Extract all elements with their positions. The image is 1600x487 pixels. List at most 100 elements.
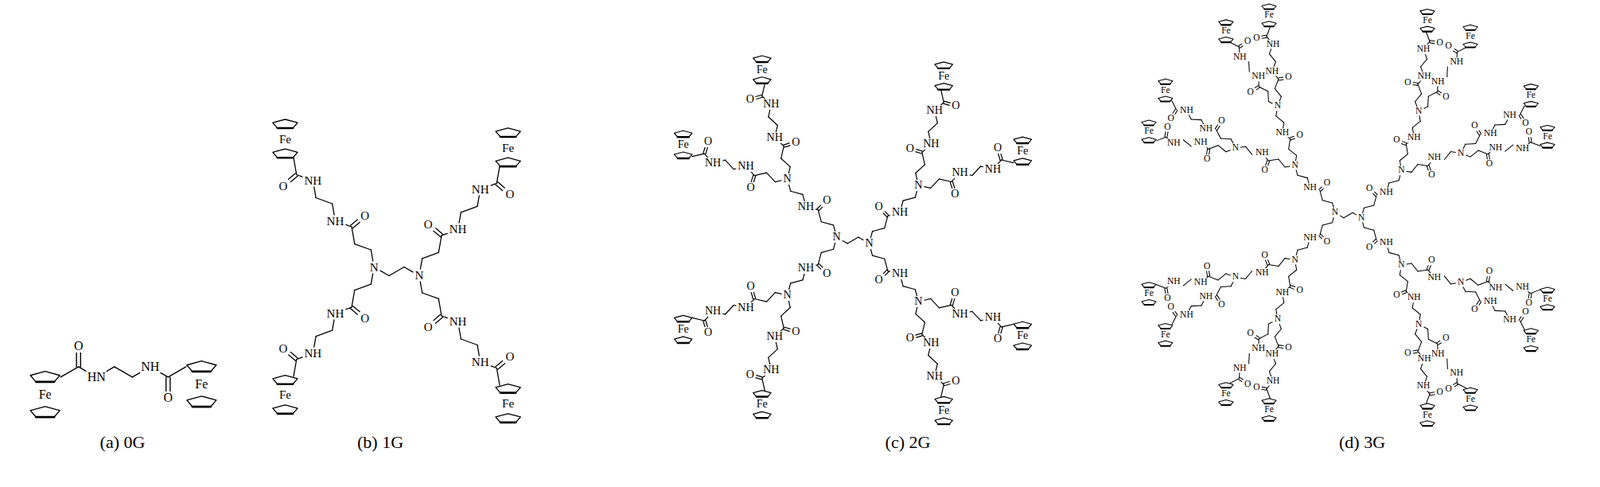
- bond-line: [1415, 93, 1422, 102]
- atom-label: Fe: [278, 389, 292, 401]
- ring-front-edge: [1542, 308, 1552, 311]
- bond-line: [1413, 350, 1418, 352]
- atom-label: NH: [1417, 354, 1433, 365]
- ring-front-edge: [35, 380, 55, 383]
- cyclopentadienyl-ring: [1420, 26, 1435, 32]
- bond-line: [784, 145, 791, 148]
- bond-line: [354, 244, 372, 250]
- bond-line: [1519, 105, 1525, 115]
- bond-line: [928, 354, 939, 364]
- bond-line: [768, 116, 779, 126]
- bond-line: [1261, 37, 1267, 39]
- ring-outline: [1158, 340, 1173, 346]
- atom-label: Fe: [1541, 294, 1554, 304]
- bond-line: [1261, 386, 1267, 389]
- ring-front-edge: [756, 61, 768, 63]
- atom-label: HN: [86, 370, 107, 384]
- atom-label: NH: [797, 262, 815, 274]
- cyclopentadienyl-ring: [30, 406, 60, 417]
- bond-line: [1295, 264, 1297, 270]
- bond-line: [1238, 379, 1242, 382]
- bond-line: [1436, 85, 1438, 92]
- bond-line: [1267, 259, 1270, 265]
- ring-outline: [1420, 403, 1435, 409]
- bond-line: [1172, 109, 1176, 113]
- bond-line: [1278, 78, 1284, 81]
- bond-line: [766, 292, 776, 303]
- cyclopentadienyl-ring: [934, 62, 953, 69]
- bond-line: [1424, 106, 1429, 109]
- caption: (d) 3G: [1339, 433, 1386, 452]
- bond-line: [1266, 389, 1271, 399]
- bond-line: [755, 377, 762, 380]
- bond-line: [1245, 271, 1253, 280]
- bond-line: [1405, 142, 1409, 145]
- bond-line: [1217, 295, 1220, 300]
- atom-label: Fe: [755, 64, 769, 76]
- bond-line: [1412, 302, 1414, 308]
- ring-outline: [272, 119, 298, 129]
- atom-label: NH: [303, 347, 323, 360]
- ring-outline: [934, 83, 953, 90]
- atom-label: O: [905, 143, 915, 155]
- atom-label: NH: [1254, 268, 1270, 278]
- bond-line: [1279, 323, 1281, 329]
- ring-front-edge: [1465, 29, 1475, 32]
- atom-label: O: [703, 136, 713, 148]
- bond-line: [1226, 273, 1231, 276]
- atom-label: N: [1290, 255, 1299, 265]
- bond-line: [1290, 285, 1295, 288]
- bond-line: [1412, 120, 1421, 128]
- bond-line: [943, 103, 950, 106]
- atom-label: O: [1392, 136, 1401, 146]
- atom-label: Fe: [501, 397, 515, 410]
- bond-line: [1454, 384, 1458, 387]
- bond-line: [1450, 151, 1456, 153]
- bond-line: [1191, 304, 1202, 307]
- bond-line: [1476, 299, 1480, 304]
- atom-label: O: [1470, 121, 1479, 132]
- bond-line: [922, 322, 926, 335]
- atom-label: NH: [1378, 188, 1394, 199]
- atom-label: O: [1441, 333, 1450, 343]
- atom-label: Fe: [677, 323, 690, 335]
- bond-line: [498, 182, 506, 188]
- ring-front-edge: [1160, 83, 1170, 86]
- ring-front-edge: [1526, 332, 1536, 335]
- atom-label: O: [423, 321, 434, 334]
- cyclopentadienyl-ring: [673, 315, 692, 322]
- atom-label: Fe: [1016, 330, 1029, 342]
- ring-front-edge: [500, 391, 516, 394]
- atom-label: NH: [1274, 288, 1290, 298]
- atom-label: O: [1252, 382, 1261, 393]
- atom-label: O: [1444, 42, 1453, 52]
- atom-label: O: [505, 188, 516, 201]
- bond-line: [1208, 276, 1219, 281]
- bond-line: [903, 197, 915, 201]
- bond-line: [1217, 125, 1220, 130]
- bond-line: [1288, 139, 1291, 150]
- bond-line: [1427, 329, 1429, 340]
- bond-line: [293, 157, 297, 176]
- bond-line: [1492, 306, 1495, 312]
- bond-line: [477, 194, 480, 207]
- cyclopentadienyl-ring: [186, 396, 217, 407]
- cyclopentadienyl-ring: [673, 151, 692, 159]
- atom-label: N: [1357, 213, 1366, 223]
- atom-label: O: [874, 274, 884, 286]
- atom-label: NH: [140, 360, 160, 374]
- bond-line: [915, 307, 918, 315]
- atom-label: NH: [762, 364, 780, 376]
- atom-label: NH: [448, 315, 468, 328]
- bond-line: [496, 166, 500, 184]
- ring-front-edge: [1526, 105, 1536, 108]
- atom-label: N: [1231, 272, 1240, 283]
- bond-line: [972, 311, 982, 321]
- bond-line: [1278, 346, 1284, 349]
- ring-outline: [1141, 120, 1157, 125]
- bond-line: [290, 175, 298, 182]
- caption: (c) 2G: [885, 433, 931, 452]
- ring-front-edge: [1221, 404, 1231, 406]
- bond-line: [1278, 258, 1285, 267]
- bond-line: [935, 116, 938, 124]
